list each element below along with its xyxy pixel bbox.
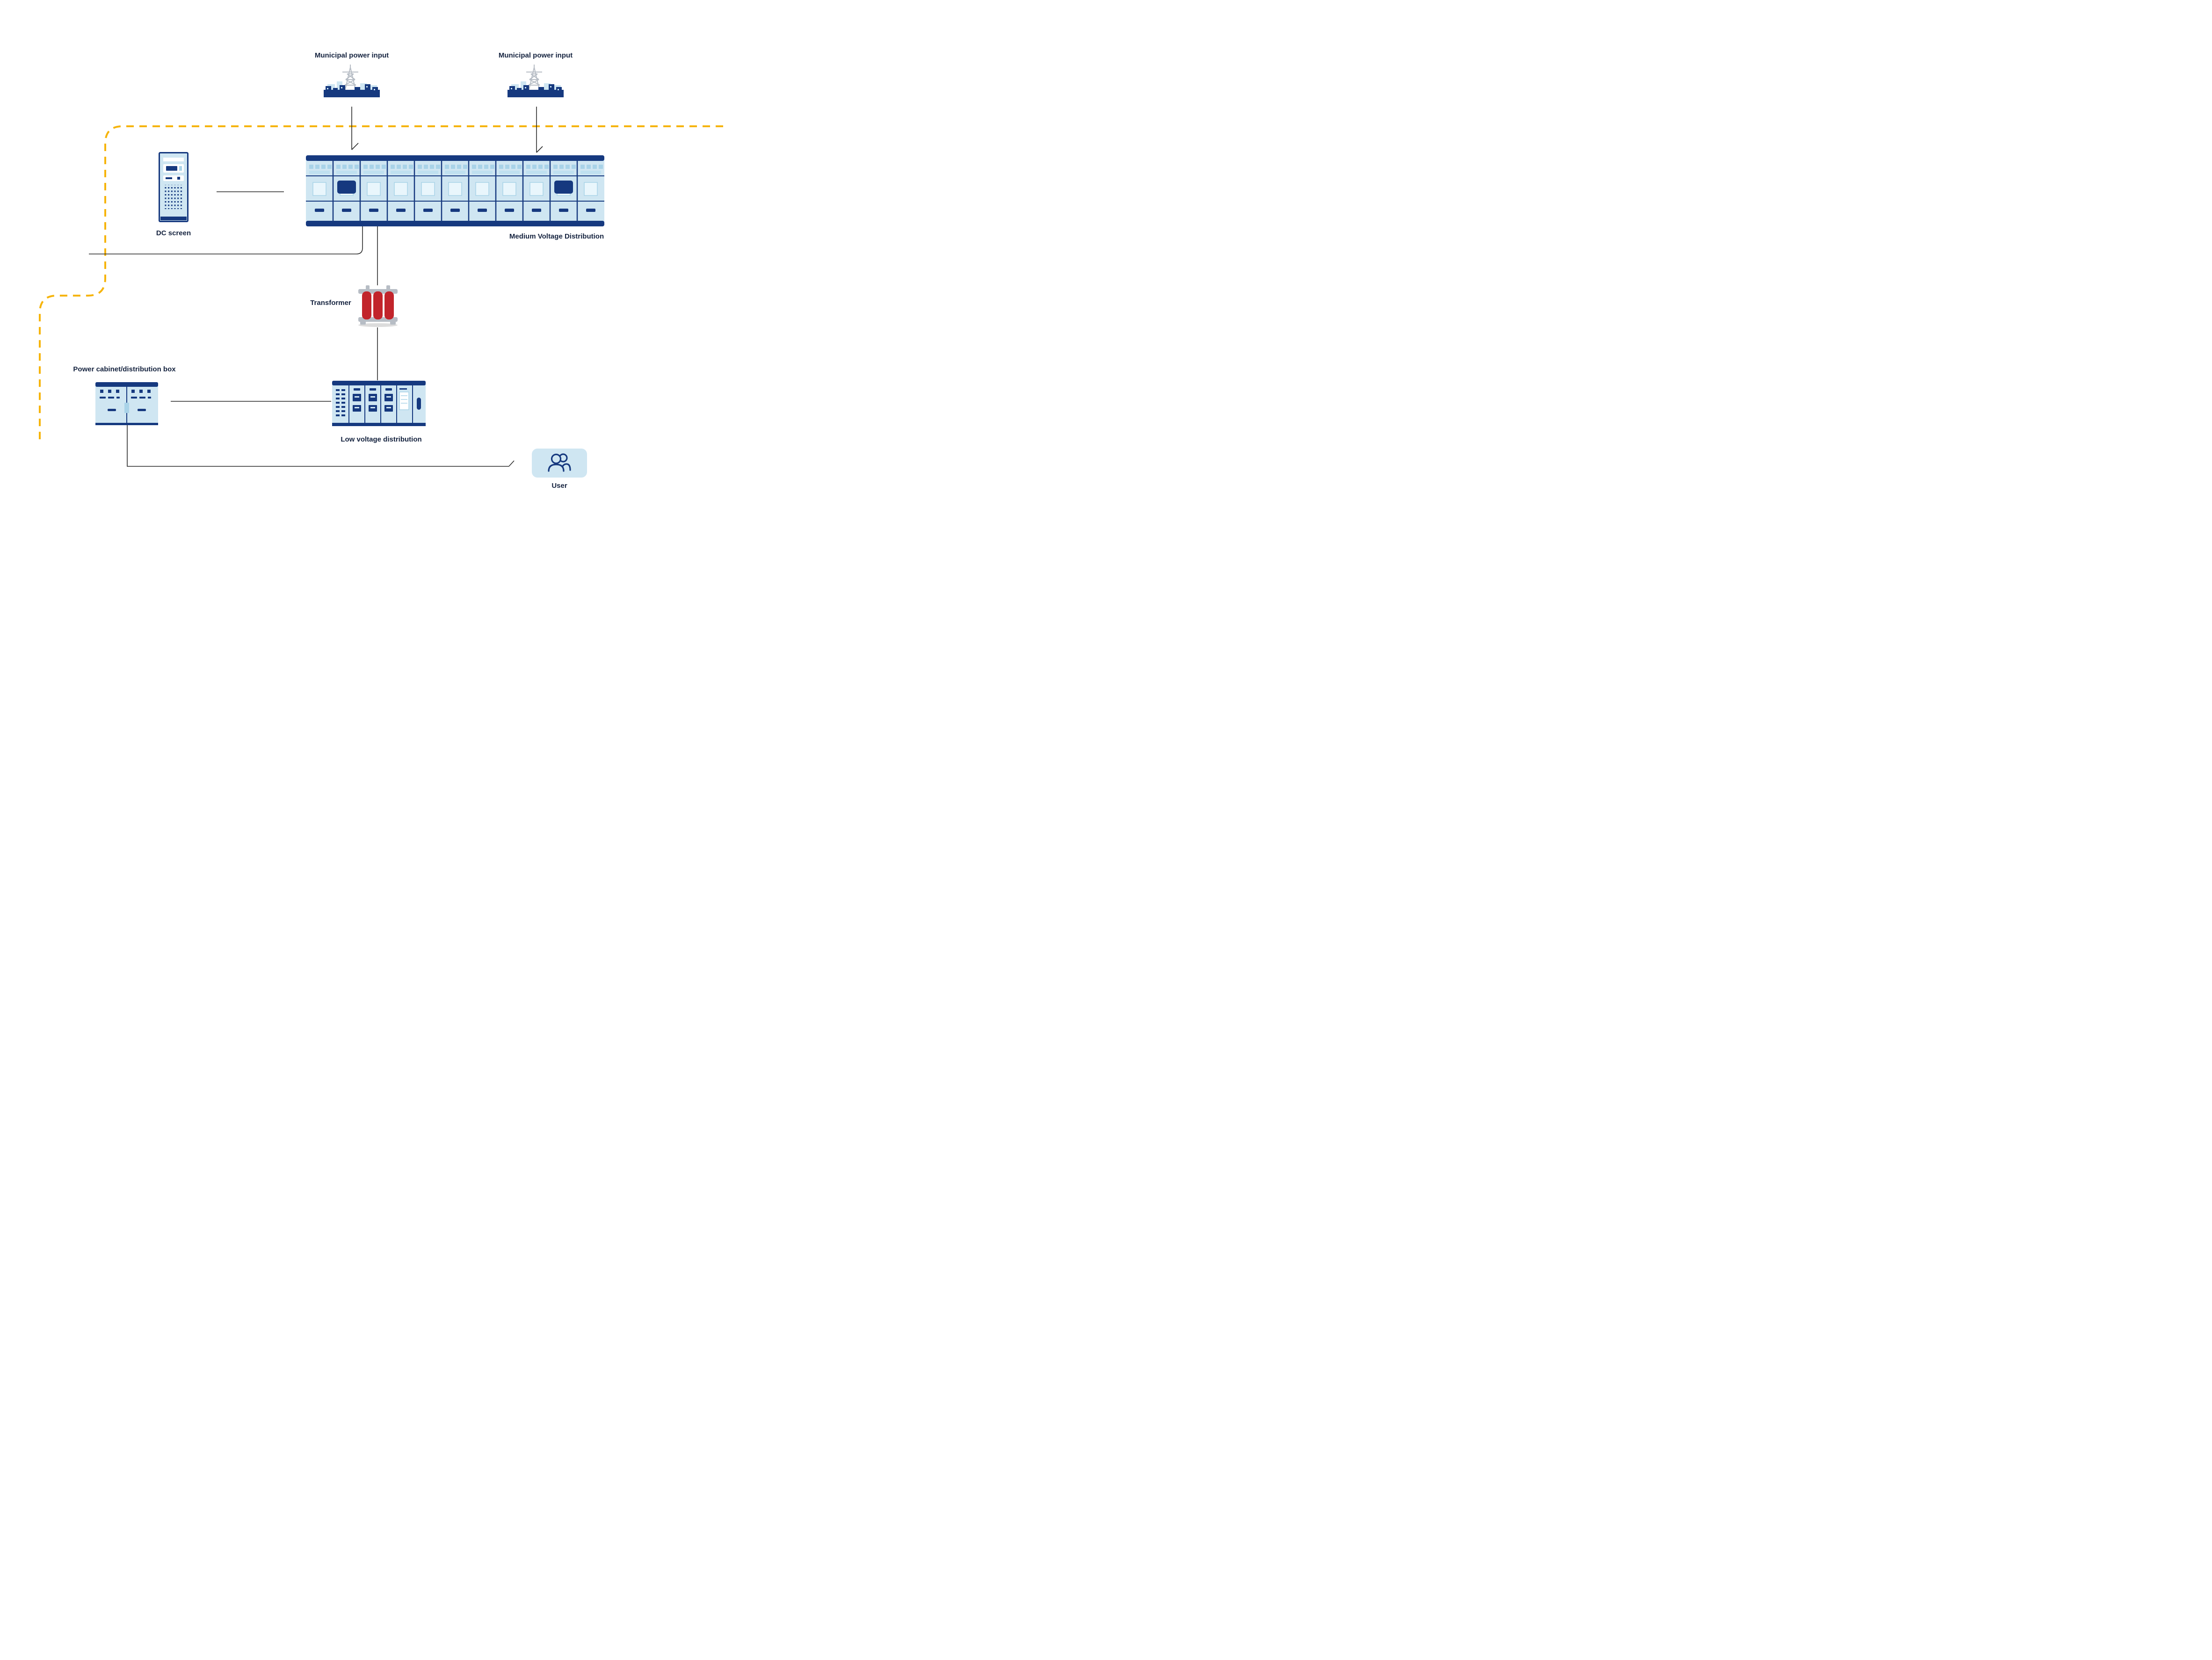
dc-screen-cabinet-icon — [159, 152, 189, 222]
boundary-dashed-line — [39, 125, 723, 444]
low-voltage-distribution-icon — [332, 381, 426, 426]
transformer-label: Transformer — [310, 299, 351, 307]
arrow-municipal2-to-mv — [536, 107, 543, 153]
connector-layer — [39, 107, 723, 467]
user-icon — [532, 449, 587, 478]
mv-screen-right — [554, 181, 573, 194]
medium-voltage-distribution-icon — [306, 155, 604, 226]
diagram-canvas: Municipal power input Municipal power in… — [0, 0, 723, 543]
low-voltage-distribution-label: Low voltage distribution — [341, 435, 422, 443]
power-cabinet-label: Power cabinet/distribution box — [73, 365, 176, 373]
mv-screen-left — [337, 181, 356, 194]
transmission-tower-city-icon-1 — [324, 65, 380, 97]
arrow-municipal1-to-mv — [351, 107, 359, 150]
medium-voltage-distribution-label: Medium Voltage Distribution — [509, 232, 604, 240]
transmission-tower-city-icon-2 — [508, 65, 564, 97]
user-label: User — [551, 482, 567, 490]
municipal-power-input-2-label: Municipal power input — [498, 51, 573, 59]
municipal-power-input-1-label: Municipal power input — [314, 51, 389, 59]
line-mv-branch-left — [89, 226, 363, 254]
transformer-icon — [358, 285, 398, 327]
line-cabinet-to-user — [127, 425, 515, 467]
power-cabinet-icon — [95, 382, 158, 425]
dc-screen-label: DC screen — [156, 229, 191, 237]
